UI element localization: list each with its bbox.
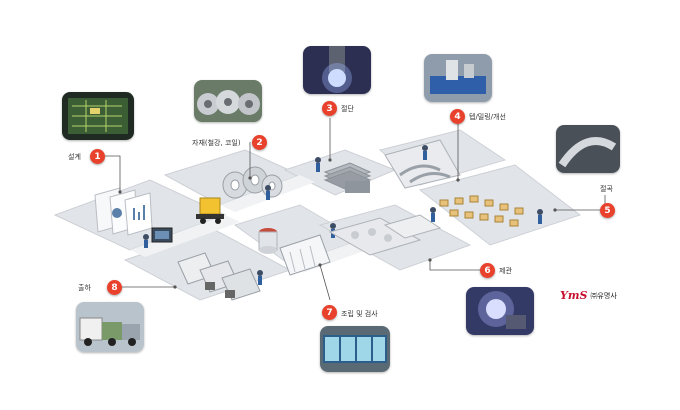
material-photo [194, 80, 262, 122]
cutting-photo [303, 46, 371, 94]
design-monitors [94, 187, 173, 248]
forklift-and-coils [196, 166, 283, 224]
step-5-label: 절곡 [600, 185, 613, 193]
walkway [130, 215, 240, 257]
assembly-photo [320, 326, 390, 372]
assembly-equipment [258, 228, 331, 276]
design-photo [62, 92, 134, 140]
cutting-plates [315, 157, 372, 238]
step-8-badge: 8 [107, 280, 122, 295]
step-3-label: 절단 [341, 105, 354, 113]
shipping-photo [76, 302, 144, 352]
step-3-badge: 3 [322, 101, 337, 116]
step-7-label: 조립 및 검사 [341, 310, 378, 318]
step-5-badge: 5 [600, 203, 615, 218]
bending-parts [439, 195, 524, 227]
milling-photo [424, 54, 492, 102]
step-1-label: 설계 [68, 153, 81, 161]
step-4-label: 텝/밀링/개선 [469, 113, 506, 121]
step-6-label: 제관 [499, 267, 512, 275]
shipping-trucks [177, 252, 263, 301]
step-8-label: 출하 [78, 284, 91, 292]
leader-dots [118, 158, 557, 289]
step-4-badge: 4 [450, 109, 465, 124]
logo-text: ㈜유명사 [590, 291, 617, 300]
fabrication-plates [328, 214, 442, 256]
fabrication-photo [466, 287, 534, 335]
milling-rails [384, 139, 461, 189]
step-2-badge: 2 [252, 135, 267, 150]
step-6-badge: 6 [480, 263, 495, 278]
step-2-label: 자재(철강, 코일) [192, 139, 241, 147]
step-1-badge: 1 [90, 149, 105, 164]
step-7-badge: 7 [322, 305, 337, 320]
company-logo: YmS ㈜유명사 [560, 289, 617, 302]
logo-mark: YmS [560, 289, 588, 302]
bending-photo [556, 125, 620, 173]
